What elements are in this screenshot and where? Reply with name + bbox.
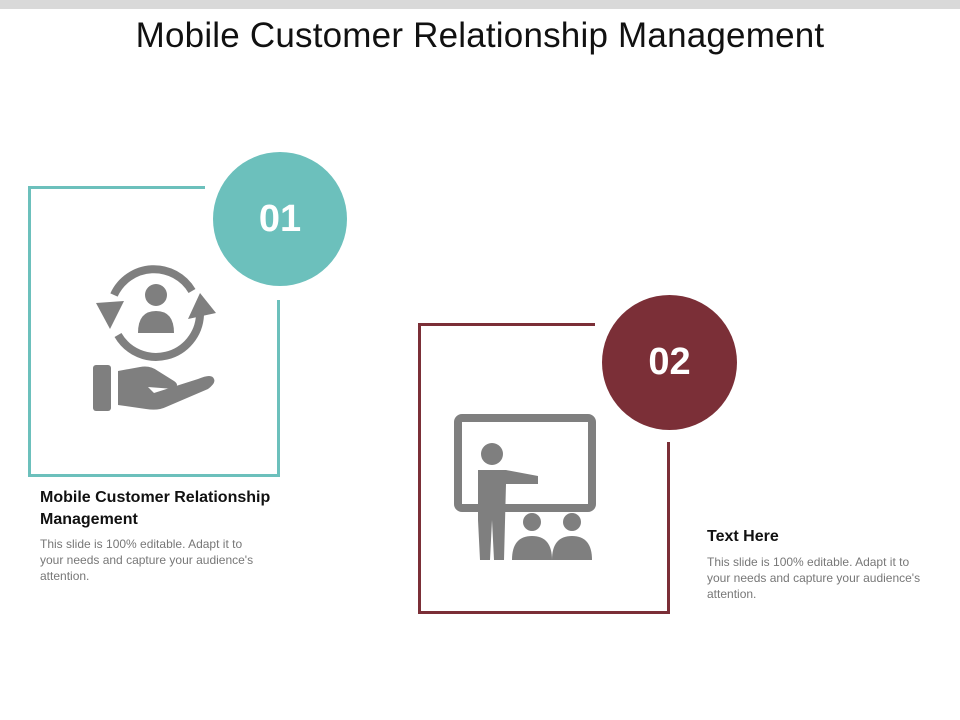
presentation-audience-icon [454,414,596,560]
top-bar [0,0,960,9]
item-2-heading: Text Here [707,528,779,545]
item-1-number-badge: 01 [213,152,347,286]
item-1-heading: Mobile Customer Relationship Management [40,489,271,528]
item-1-body: This slide is 100% editable. Adapt it to… [40,537,254,583]
customer-care-cycle-icon [93,265,216,411]
item-2-number-badge: 02 [602,295,737,430]
item-1-frame [28,186,280,477]
slide-title: Mobile Customer Relationship Management [135,16,825,55]
item-2-frame [418,323,670,614]
item-2-body: This slide is 100% editable. Adapt it to… [707,555,921,601]
